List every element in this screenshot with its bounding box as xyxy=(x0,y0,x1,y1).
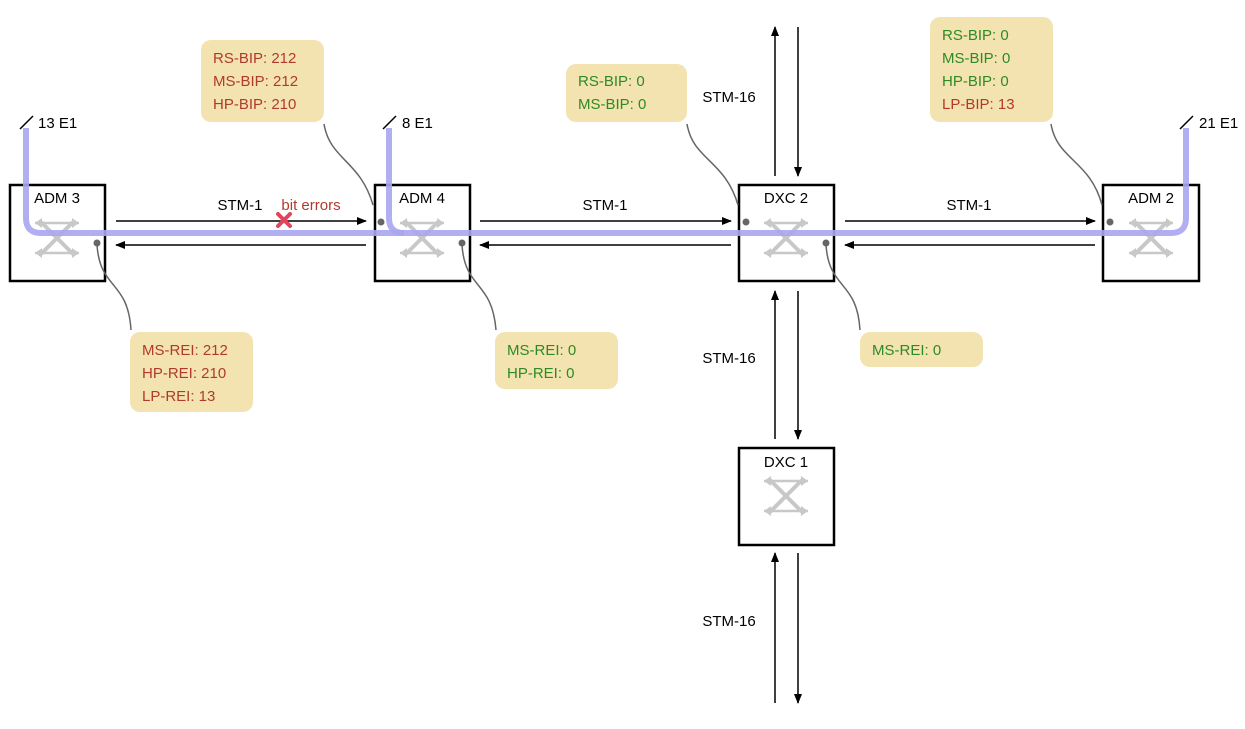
x-mark-icon xyxy=(276,212,292,228)
adm4-drop-path xyxy=(386,128,405,236)
adm2-label: ADM 2 xyxy=(1128,190,1174,207)
adm3-out-leader xyxy=(96,244,132,331)
callout-line: MS-BIP: 0 xyxy=(578,96,646,113)
adm4-dxc2-link-label: STM-1 xyxy=(583,197,628,214)
adm4-in-leader xyxy=(323,123,374,206)
dxc2-out-leader xyxy=(825,244,861,331)
adm4-out-leader xyxy=(461,244,497,331)
callout-line: RS-BIP: 0 xyxy=(942,27,1009,44)
callout-line: MS-REI: 212 xyxy=(142,342,228,359)
dxc2-in-leader xyxy=(686,123,739,206)
callout-line: HP-BIP: 0 xyxy=(942,73,1009,90)
end-to-end-path xyxy=(23,128,1189,236)
adm4-label: ADM 4 xyxy=(399,190,445,207)
callout-line: MS-REI: 0 xyxy=(507,342,576,359)
dxc2-dxc1-link-label: STM-16 xyxy=(702,350,755,367)
adm3-out-dot xyxy=(93,239,101,247)
adm2-tributary-label: 21 E1 xyxy=(1199,115,1238,132)
dxc2-label: DXC 2 xyxy=(764,190,808,207)
dxc2-up-link-label: STM-16 xyxy=(702,89,755,106)
adm4-tributary-tick xyxy=(382,115,397,130)
adm4-out-callout xyxy=(495,332,618,389)
callout-line: HP-REI: 0 xyxy=(507,365,575,382)
adm3-tributary-label: 13 E1 xyxy=(38,115,77,132)
callout-line: MS-REI: 0 xyxy=(872,342,941,359)
adm3-adm4-link-label: STM-1 xyxy=(218,197,263,214)
callout-line: LP-REI: 13 xyxy=(142,388,215,405)
callout-line: RS-BIP: 212 xyxy=(213,50,296,67)
dxc2-out-callout xyxy=(860,332,983,367)
dxc2-out-dot xyxy=(822,239,830,247)
adm4-in-dot xyxy=(377,218,385,226)
callout-line: MS-BIP: 0 xyxy=(942,50,1010,67)
dxc1-label: DXC 1 xyxy=(764,454,808,471)
adm2-in-dot xyxy=(1106,218,1114,226)
callout-line: LP-BIP: 13 xyxy=(942,96,1015,113)
callout-line: HP-REI: 210 xyxy=(142,365,226,382)
dxc2-adm2-link-label: STM-1 xyxy=(947,197,992,214)
adm2-tributary-tick xyxy=(1179,115,1194,130)
dxc1-down-link-label: STM-16 xyxy=(702,613,755,630)
callout-line: RS-BIP: 0 xyxy=(578,73,645,90)
callout-line: MS-BIP: 212 xyxy=(213,73,298,90)
bit-errors-label: bit errors xyxy=(281,197,340,214)
adm3-label: ADM 3 xyxy=(34,190,80,207)
adm2-in-leader xyxy=(1050,123,1103,206)
adm3-tributary-tick xyxy=(19,115,34,130)
adm4-in-callout xyxy=(201,40,324,122)
adm3-out-callout xyxy=(130,332,253,412)
dxc2-in-callout xyxy=(566,64,687,122)
adm4-out-dot xyxy=(458,239,466,247)
adm4-tributary-label: 8 E1 xyxy=(402,115,433,132)
callout-line: HP-BIP: 210 xyxy=(213,96,296,113)
dxc2-in-dot xyxy=(742,218,750,226)
adm2-in-callout xyxy=(930,17,1053,122)
